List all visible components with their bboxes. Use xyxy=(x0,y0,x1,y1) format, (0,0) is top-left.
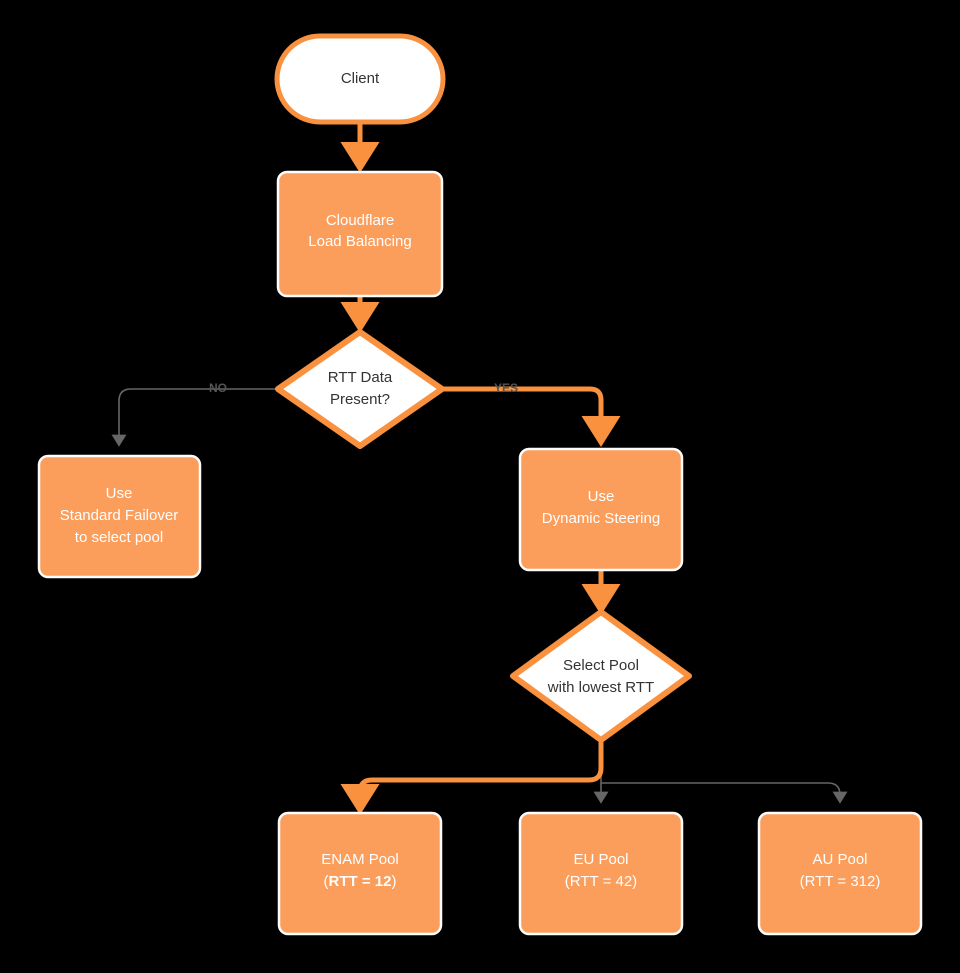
enam-pool-paren-close: ) xyxy=(391,873,396,890)
node-eu-pool[interactable]: EU Pool (RTT = 42) xyxy=(518,811,684,936)
edge-select-to-au-pool xyxy=(601,782,848,804)
node-select-pool-lowest-rtt[interactable]: Select Pool with lowest RTT xyxy=(510,609,692,743)
dynamic-steering-label-line2: Dynamic Steering xyxy=(542,510,660,527)
enam-pool-label: ENAM Pool xyxy=(321,851,399,868)
enam-pool-shape xyxy=(277,811,443,936)
standard-failover-label-line1: Use xyxy=(106,485,133,502)
select-pool-label-line1: Select Pool xyxy=(563,657,639,674)
edge-select-to-enam-pool xyxy=(340,740,604,815)
node-standard-failover[interactable]: Use Standard Failover to select pool xyxy=(37,454,202,579)
load-balancing-label-line1: Cloudflare xyxy=(326,212,394,229)
node-load-balancing[interactable]: Cloudflare Load Balancing xyxy=(276,170,444,298)
rtt-decision-label-line2: Present? xyxy=(330,391,390,408)
load-balancing-label-line2: Load Balancing xyxy=(308,233,411,250)
node-dynamic-steering[interactable]: Use Dynamic Steering xyxy=(518,447,684,572)
client-label: Client xyxy=(341,70,380,87)
node-au-pool[interactable]: AU Pool (RTT = 312) xyxy=(757,811,923,936)
node-client[interactable]: Client xyxy=(274,33,446,125)
node-enam-pool[interactable]: ENAM Pool (RTT = 12) xyxy=(277,811,443,936)
dynamic-steering-label-line1: Use xyxy=(588,488,615,505)
enam-pool-paren-open: ( xyxy=(324,873,329,890)
edge-decision-yes xyxy=(442,386,621,447)
enam-pool-rtt: (RTT = 12) xyxy=(324,873,397,890)
node-rtt-data-present-decision[interactable]: RTT Data Present? xyxy=(275,329,445,449)
select-pool-shape xyxy=(510,609,692,743)
rtt-decision-label-line1: RTT Data xyxy=(328,369,393,386)
au-pool-shape xyxy=(757,811,923,936)
eu-pool-shape xyxy=(518,811,684,936)
load-balancing-shape xyxy=(276,170,444,298)
dynamic-steering-shape xyxy=(518,447,684,572)
rtt-decision-shape xyxy=(275,329,445,449)
client-shape xyxy=(274,33,446,125)
edge-label-yes: YES xyxy=(494,381,518,395)
edge-label-no: NO xyxy=(209,381,227,395)
select-pool-label-line2: with lowest RTT xyxy=(547,679,654,696)
au-pool-label: AU Pool xyxy=(812,851,867,868)
standard-failover-label-line2: Standard Failover xyxy=(60,507,178,524)
au-pool-rtt: (RTT = 312) xyxy=(800,873,881,890)
eu-pool-rtt: (RTT = 42) xyxy=(565,873,637,890)
standard-failover-label-line3: to select pool xyxy=(75,529,163,546)
edge-decision-no xyxy=(111,388,278,447)
enam-pool-rtt-value: RTT = 12 xyxy=(329,873,392,890)
eu-pool-label: EU Pool xyxy=(573,851,628,868)
standard-failover-shape xyxy=(37,454,202,579)
